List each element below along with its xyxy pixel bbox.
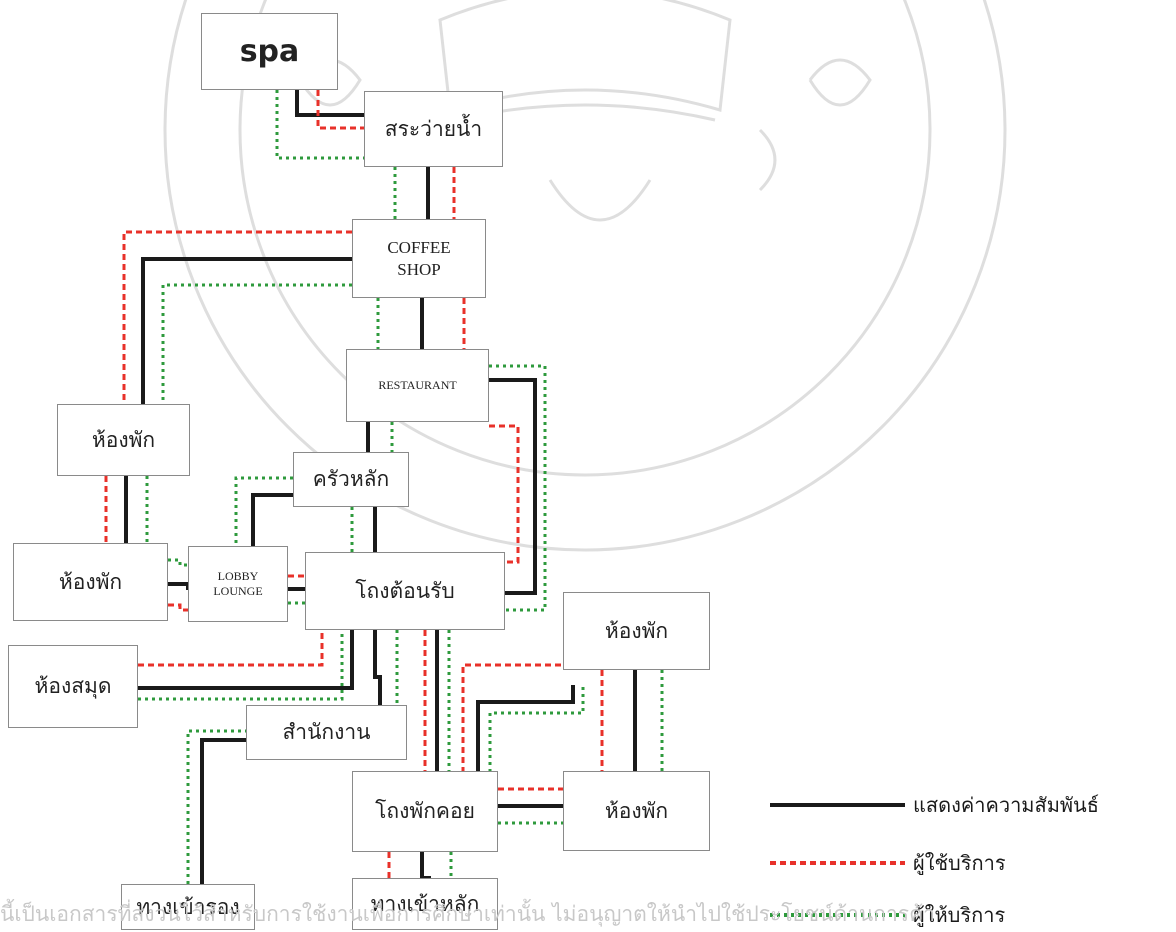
legend-user-label: ผู้ใช้บริการ — [913, 847, 1006, 879]
node-guest-room-left-1: ห้องพัก — [57, 404, 190, 476]
node-reception-hall: โถงต้อนรับ — [305, 552, 505, 630]
node-guest-room-right-2: ห้องพัก — [563, 771, 710, 851]
footer-copyright-notice: นี้เป็นเอกสารที่สงวนไว้สำหรับการใช้งานเพ… — [0, 898, 1176, 932]
node-swimming-pool-label: สระว่ายน้ำ — [385, 113, 482, 146]
node-lobby-lounge: LOBBY LOUNGE — [188, 546, 288, 622]
node-guest-room-right-1: ห้องพัก — [563, 592, 710, 670]
node-guest-room-left-2-label: ห้องพัก — [59, 566, 122, 599]
legend-relationship-swatch — [770, 799, 905, 811]
node-office: สำนักงาน — [246, 705, 407, 760]
node-guest-room-left-1-label: ห้องพัก — [92, 424, 155, 457]
node-spa-label: spa — [240, 34, 300, 69]
node-waiting-hall: โถงพักคอย — [352, 771, 498, 852]
node-office-label: สำนักงาน — [282, 716, 370, 749]
node-library-label: ห้องสมุด — [34, 670, 111, 703]
node-main-kitchen: ครัวหลัก — [293, 452, 409, 507]
node-coffee-shop-line2: SHOP — [397, 259, 440, 280]
node-restaurant-label: RESTAURANT — [378, 378, 456, 393]
node-guest-room-left-2: ห้องพัก — [13, 543, 168, 621]
legend-user-swatch — [770, 857, 905, 869]
legend-relationship-label: แสดงค่าความสัมพันธ์ — [913, 789, 1099, 821]
legend-user: ผู้ใช้บริการ — [770, 847, 1006, 879]
node-reception-hall-label: โถงต้อนรับ — [355, 575, 454, 608]
node-spa: spa — [201, 13, 338, 90]
node-guest-room-right-2-label: ห้องพัก — [605, 795, 668, 828]
node-restaurant: RESTAURANT — [346, 349, 489, 422]
node-swimming-pool: สระว่ายน้ำ — [364, 91, 503, 167]
node-lobby-lounge-line2: LOUNGE — [213, 584, 262, 599]
legend-relationship: แสดงค่าความสัมพันธ์ — [770, 789, 1099, 821]
node-library: ห้องสมุด — [8, 645, 138, 728]
node-main-kitchen-label: ครัวหลัก — [313, 463, 390, 496]
node-guest-room-right-1-label: ห้องพัก — [605, 615, 668, 648]
node-coffee-shop-line1: COFFEE — [387, 237, 450, 258]
node-coffee-shop: COFFEE SHOP — [352, 219, 486, 298]
node-waiting-hall-label: โถงพักคอย — [375, 795, 475, 828]
node-lobby-lounge-line1: LOBBY — [218, 569, 259, 584]
